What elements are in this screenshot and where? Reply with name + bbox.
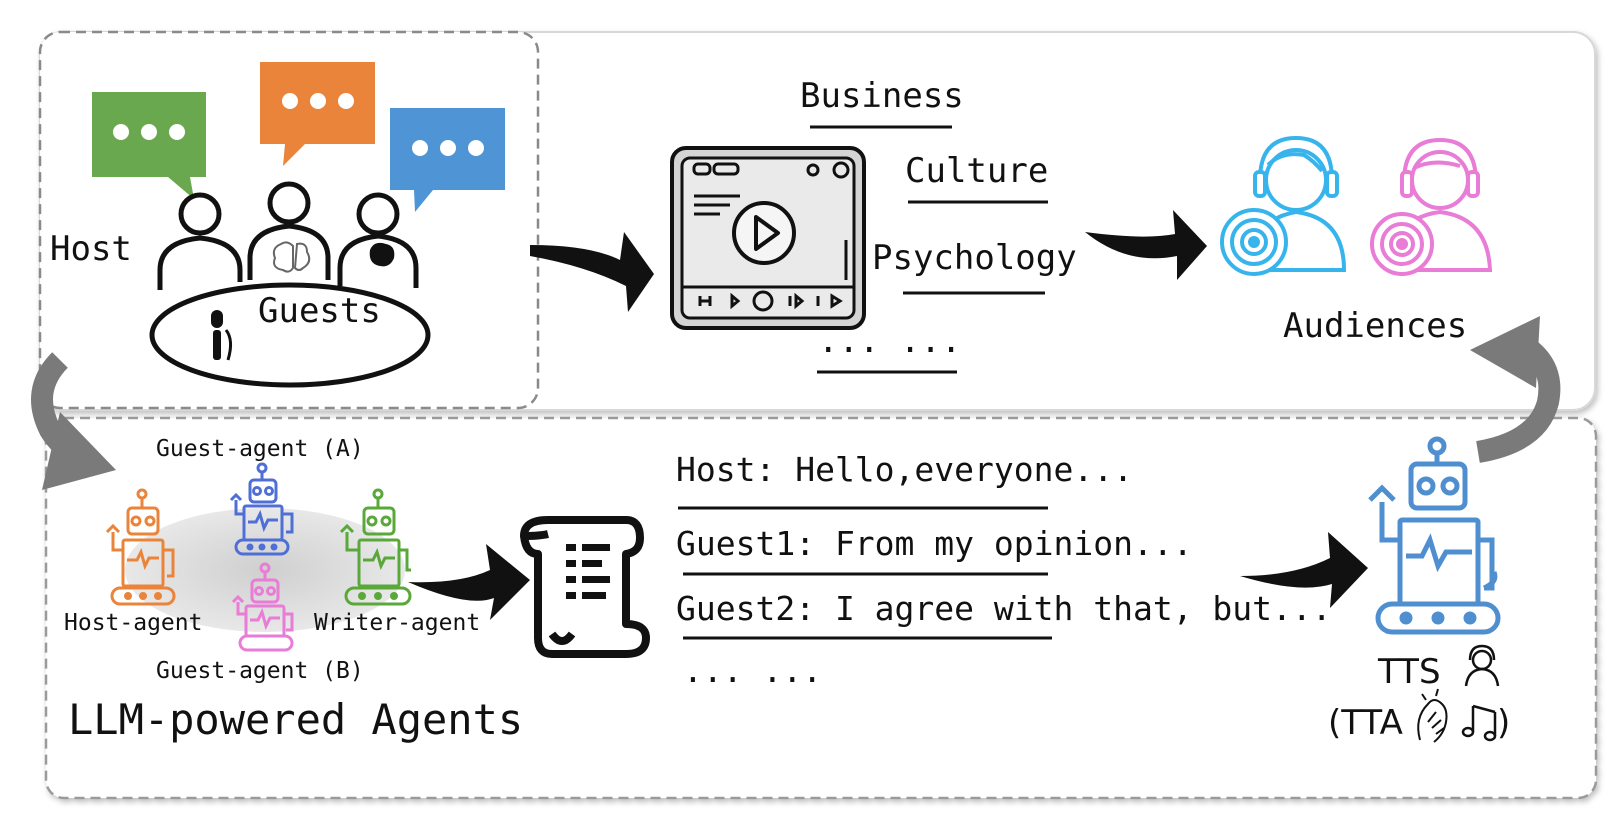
music-note-icon (1461, 704, 1497, 742)
headset-person-icon (1464, 644, 1500, 687)
guest-person-icon (247, 181, 331, 280)
round-table (149, 282, 431, 388)
orange-bubble-icon (260, 62, 375, 166)
script-line-guest2: Guest2: I agree with that, but... (676, 589, 1332, 628)
video-player-icon (670, 146, 866, 330)
curved-arrow-up (1470, 316, 1561, 463)
tts-label: TTS (1377, 652, 1441, 692)
brain-icon (272, 241, 395, 273)
arrow-to-audiences (1085, 210, 1207, 280)
topic-psychology: Psychology (872, 238, 1077, 278)
arrow-to-script (408, 544, 530, 620)
cyan-listener-icon (1220, 135, 1347, 276)
agents-disc (125, 508, 405, 632)
blue-robot-icon (229, 462, 294, 556)
green-bubble-icon (92, 92, 206, 199)
topic-more: ... ... (818, 321, 961, 361)
script-line-host: Host: Hello,everyone... (676, 450, 1133, 489)
topic-business: Business (800, 76, 964, 116)
arrow-to-tts (1240, 532, 1368, 608)
curved-arrow-down (31, 352, 116, 490)
scroll-icon (520, 516, 650, 658)
orange-robot-icon (105, 488, 176, 606)
writer-agent-label: Writer-agent (314, 610, 480, 636)
microphone-icon (211, 310, 233, 361)
script-line-more: ... ... (683, 651, 822, 690)
host-agent-label: Host-agent (64, 610, 202, 636)
guest-agent-a-label: Guest-agent (A) (156, 436, 364, 462)
pink-robot-icon (231, 562, 294, 652)
topic-culture: Culture (905, 151, 1048, 191)
tta-close: ) (1497, 703, 1510, 743)
guest-agent-b-label: Guest-agent (B) (156, 658, 364, 684)
tta-label: (TTA (1328, 703, 1403, 743)
clapping-hands-icon (1417, 688, 1448, 743)
guest-person-icon (337, 192, 419, 288)
bottom-panel (44, 416, 1598, 800)
arrow-to-video (530, 232, 654, 312)
scroll-lines (566, 544, 610, 599)
script-line-guest1: Guest1: From my opinion... (676, 524, 1193, 563)
host-person-icon (157, 192, 243, 290)
pink-listener-icon (1370, 137, 1493, 276)
tts-robot-icon (1368, 436, 1501, 635)
host-label: Host (50, 229, 132, 269)
blue-bubble-icon (390, 108, 505, 212)
audiences-label: Audiences (1283, 306, 1467, 346)
llm-agents-label: LLM-powered Agents (68, 695, 523, 744)
guests-label: Guests (258, 291, 381, 331)
green-robot-icon (339, 488, 412, 606)
